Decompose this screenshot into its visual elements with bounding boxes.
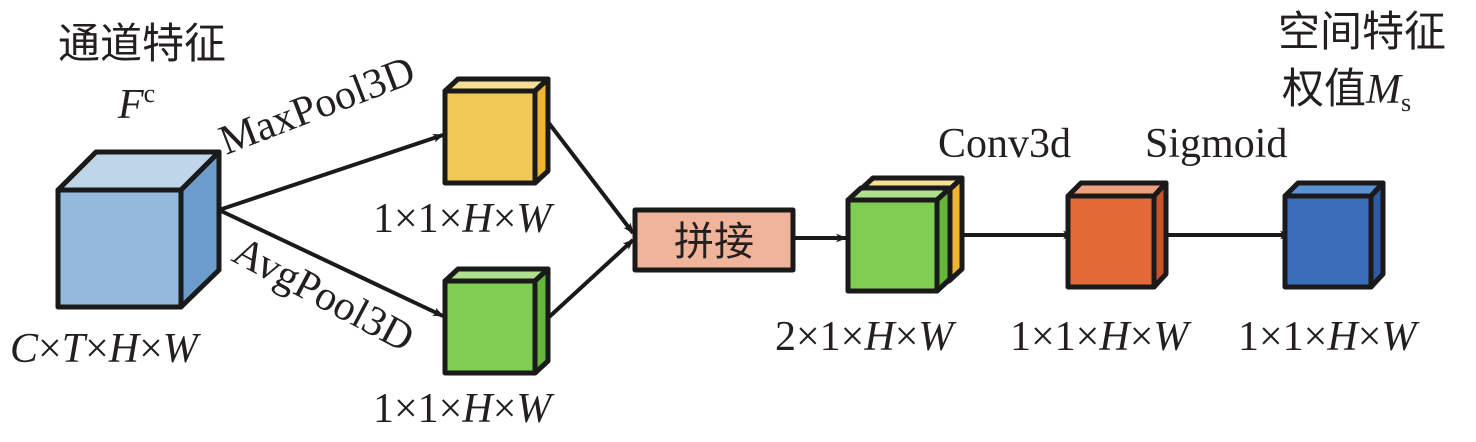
conv-cube-front — [1065, 193, 1157, 290]
dim-segment: 1×1× — [373, 196, 462, 242]
input-symbol-main: F — [117, 82, 144, 128]
output-symbol-main: M — [1365, 67, 1403, 113]
stacked-feature-cube — [845, 175, 965, 294]
dim-segment: × — [1358, 314, 1382, 360]
edge-avgpool-to-concat — [546, 238, 635, 320]
dim-segment: W — [163, 326, 202, 372]
input-cube-front — [55, 187, 184, 310]
input-title: 通道特征 — [58, 19, 226, 68]
output-title-line2: 权值Ms — [1282, 64, 1411, 117]
spatial-weight-cube — [1282, 180, 1386, 290]
dim-segment: × — [85, 326, 109, 372]
output-title-cjk: 权值 — [1282, 64, 1366, 113]
dim-segment: × — [895, 314, 919, 360]
dim-segment: × — [493, 196, 517, 242]
dim-segment: × — [1130, 314, 1154, 360]
input-feature-cube — [55, 149, 222, 310]
input-dims: C×T×H×W — [10, 326, 202, 372]
dim-segment: 1×1× — [1010, 314, 1099, 360]
avgpool-cube-front — [442, 278, 538, 376]
edge-maxpool-to-concat — [546, 120, 635, 235]
avgpool-output-cube — [442, 266, 551, 376]
dim-segment: C — [10, 326, 39, 372]
dim-segment: H — [108, 326, 142, 372]
conv-output-cube — [1065, 180, 1169, 290]
stacked-dims: 2×1×H×W — [775, 314, 957, 360]
dim-segment: 1×1× — [1238, 314, 1327, 360]
dim-segment: H — [461, 386, 495, 432]
sigmoid-dims: 1×1×H×W — [1238, 314, 1420, 360]
input-symbol-sup: c — [144, 79, 156, 108]
dim-segment: 1×1× — [373, 386, 462, 432]
maxpool-dims: 1×1×H×W — [373, 196, 555, 242]
dim-segment: × — [38, 326, 62, 372]
dim-segment: T — [62, 326, 88, 372]
conv-label: Conv3d — [938, 121, 1071, 167]
edge-input-to-avgpool — [218, 208, 444, 318]
dim-segment: W — [918, 314, 957, 360]
conv-dims: 1×1×H×W — [1010, 314, 1192, 360]
maxpool-output-cube — [442, 76, 551, 186]
dim-segment: × — [493, 386, 517, 432]
output-cube-front — [1282, 193, 1374, 290]
avgpool-dims: 1×1×H×W — [373, 386, 555, 432]
edge-input-to-maxpool — [218, 133, 445, 212]
dim-segment: × — [139, 326, 163, 372]
dim-segment: H — [863, 314, 897, 360]
dim-segment: W — [1153, 314, 1192, 360]
dim-segment: H — [461, 196, 495, 242]
dim-segment: W — [516, 196, 555, 242]
dim-segment: H — [1098, 314, 1132, 360]
output-title-line1: 空间特征 — [1278, 7, 1446, 56]
maxpool-label: MaxPool3D — [213, 48, 421, 165]
stacked-front-face — [845, 197, 940, 294]
output-symbol-sub: s — [1401, 88, 1411, 117]
dim-segment: W — [516, 386, 555, 432]
dim-segment: W — [1381, 314, 1420, 360]
input-symbol: Fc — [117, 79, 155, 128]
concat-label: 拼接 — [674, 219, 754, 265]
sigmoid-label: Sigmoid — [1145, 121, 1287, 167]
avgpool-label: AvgPool3D — [225, 228, 421, 361]
dim-segment: 2×1× — [775, 314, 864, 360]
dim-segment: H — [1326, 314, 1360, 360]
maxpool-cube-front — [442, 88, 538, 186]
